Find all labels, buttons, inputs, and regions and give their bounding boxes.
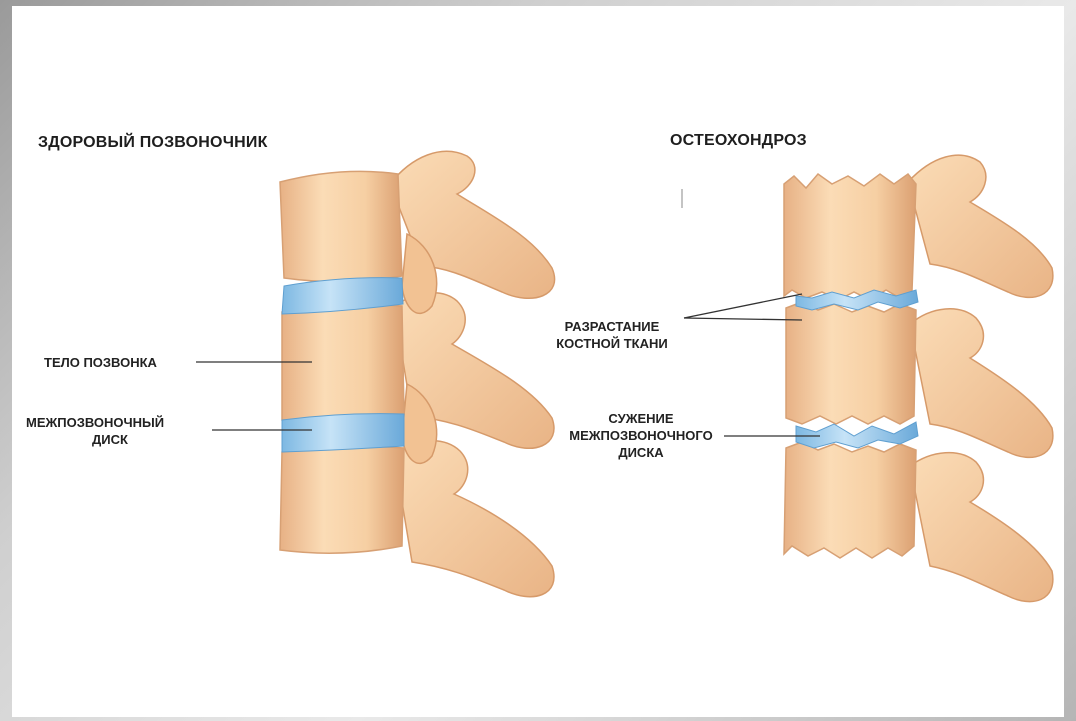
- healthy-spine-title: ЗДОРОВЫЙ ПОЗВОНОЧНИК: [38, 134, 268, 152]
- process-3: [394, 441, 554, 597]
- d-vertebra-3: [784, 442, 916, 558]
- d-process-2: [910, 309, 1053, 458]
- d-process-1: [908, 155, 1053, 297]
- bone-growth-label-line1: РАЗРАСТАНИЕ: [538, 318, 686, 335]
- disc-narrowing-label-line1: СУЖЕНИЕ: [558, 410, 724, 427]
- vertebra-2: [282, 305, 404, 421]
- disc-label: МЕЖПОЗВОНОЧНЫЙ ДИСК: [26, 414, 164, 448]
- vertebra-1: [280, 171, 402, 281]
- disc-narrowing-label-line3: ДИСКА: [558, 444, 724, 461]
- degenerated-vertebral-bodies: [784, 174, 916, 558]
- osteochondrosis-title: ОСТЕОХОНДРОЗ: [670, 132, 807, 150]
- healthy-spinous-processes: [390, 151, 555, 596]
- degenerated-spinous-processes: [908, 155, 1053, 601]
- disc-label-line2: ДИСК: [26, 431, 164, 448]
- healthy-disc-2: [282, 414, 404, 452]
- vertebral-body-label: ТЕЛО ПОЗВОНКА: [44, 354, 157, 371]
- bone-growth-label-line2: КОСТНОЙ ТКАНИ: [538, 335, 686, 352]
- diagram-canvas: ЗДОРОВЫЙ ПОЗВОНОЧНИК ОСТЕОХОНДРОЗ ТЕЛО П…: [12, 6, 1064, 717]
- vertebra-3: [280, 447, 404, 554]
- disc-label-line1: МЕЖПОЗВОНОЧНЫЙ: [26, 414, 164, 431]
- bone-growth-label: РАЗРАСТАНИЕ КОСТНОЙ ТКАНИ: [538, 318, 686, 352]
- d-vertebra-2: [786, 302, 916, 424]
- disc-narrowing-label-line2: МЕЖПОЗВОНОЧНОГО: [558, 427, 724, 444]
- d-process-3: [910, 453, 1053, 602]
- osteochondrosis-spine: [682, 155, 1053, 601]
- d-vertebra-1: [784, 174, 916, 300]
- spine-illustration: [12, 6, 1064, 717]
- leader-growth-lower: [684, 318, 802, 320]
- healthy-spine: [280, 151, 555, 596]
- narrowed-disc-2: [796, 422, 918, 448]
- leader-growth-upper: [684, 294, 802, 318]
- disc-narrowing-label: СУЖЕНИЕ МЕЖПОЗВОНОЧНОГО ДИСКА: [558, 410, 724, 461]
